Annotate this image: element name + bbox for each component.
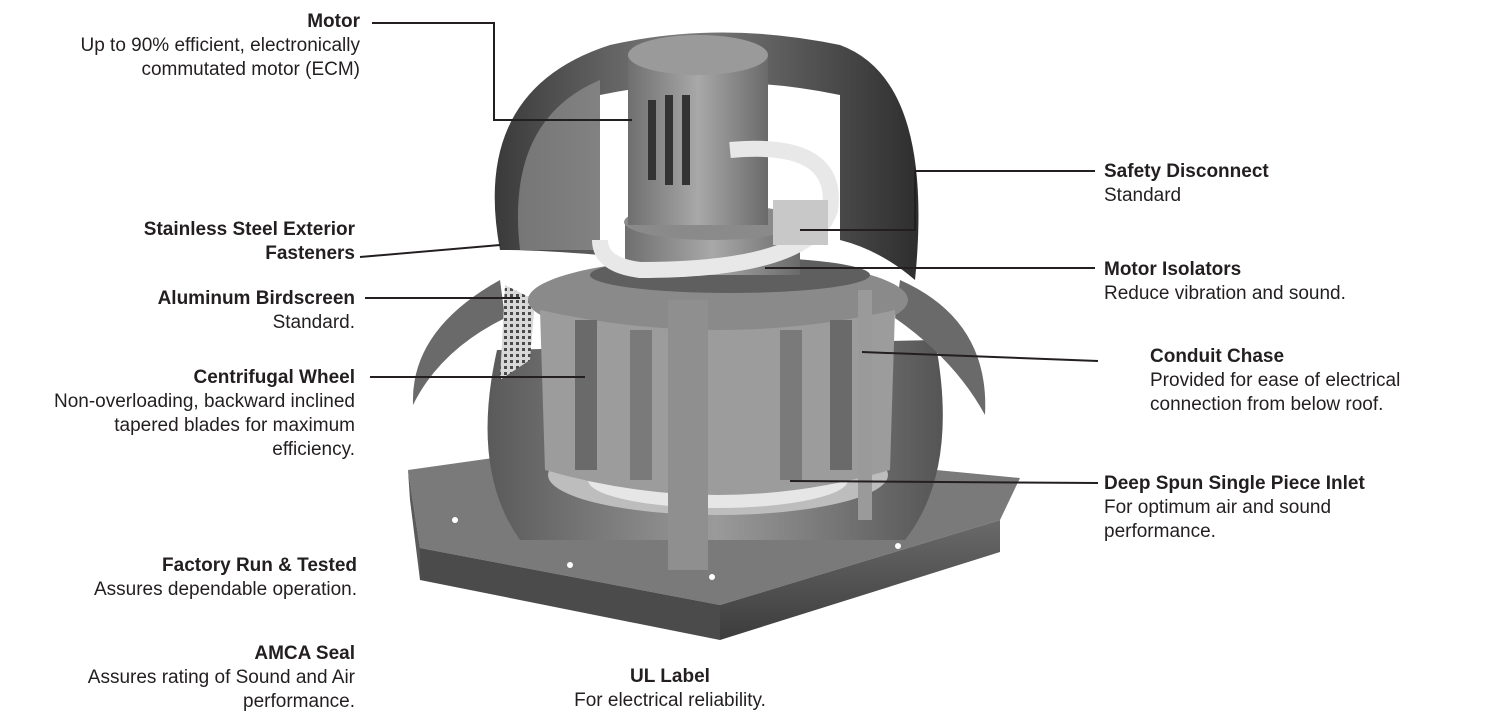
label-title: Factory Run & Tested <box>162 555 357 576</box>
label-ul: UL Label For electrical reliability. <box>530 665 810 713</box>
label-title: Deep Spun Single Piece Inlet <box>1104 473 1365 494</box>
label-amca: AMCA Seal Assures rating of Sound and Ai… <box>30 642 355 714</box>
label-description: Standard <box>1104 185 1182 206</box>
leader-fasteners <box>359 244 501 258</box>
label-description: Standard. <box>272 312 355 333</box>
label-wheel: Centrifugal Wheel Non-overloading, backw… <box>40 366 355 462</box>
label-description: Reduce vibration and sound. <box>1104 283 1346 304</box>
label-description: Assures rating of Sound and Air performa… <box>87 667 355 712</box>
label-description: For optimum air and sound performance. <box>1104 497 1332 542</box>
label-title: UL Label <box>630 666 710 687</box>
label-title: AMCA Seal <box>254 643 355 664</box>
label-description: For electrical reliability. <box>574 690 766 711</box>
label-title: Motor <box>307 11 360 32</box>
label-disconnect: Safety Disconnect Standard <box>1104 160 1444 208</box>
label-isolators: Motor Isolators Reduce vibration and sou… <box>1104 258 1464 306</box>
label-fasteners: Stainless Steel Exterior Fasteners <box>40 218 355 266</box>
leader-disconnect <box>800 170 1095 231</box>
label-inlet: Deep Spun Single Piece Inlet For optimum… <box>1104 472 1464 544</box>
label-factory: Factory Run & Tested Assures dependable … <box>0 554 357 602</box>
label-birdscreen: Aluminum Birdscreen Standard. <box>40 287 355 335</box>
leader-conduit <box>861 351 1099 362</box>
label-title: Stainless Steel Exterior Fasteners <box>143 219 355 264</box>
label-description: Assures dependable operation. <box>93 579 357 600</box>
label-title: Motor Isolators <box>1104 259 1242 280</box>
leader-inlet <box>789 480 1099 484</box>
label-conduit: Conduit Chase Provided for ease of elect… <box>1150 345 1486 417</box>
leader-lines <box>359 22 1099 484</box>
label-description: Non-overloading, backward inclined taper… <box>53 391 355 460</box>
label-title: Conduit Chase <box>1150 346 1285 367</box>
label-description: Provided for ease of electrical connecti… <box>1150 370 1401 415</box>
label-title: Centrifugal Wheel <box>193 367 355 388</box>
label-motor: Motor Up to 90% efficient, electronicall… <box>40 10 360 82</box>
label-title: Aluminum Birdscreen <box>157 288 355 309</box>
leader-motor <box>372 22 632 121</box>
motor <box>590 35 870 293</box>
label-title: Safety Disconnect <box>1104 161 1269 182</box>
hood <box>494 32 919 280</box>
label-description: Up to 90% efficient, electronically comm… <box>80 35 360 80</box>
